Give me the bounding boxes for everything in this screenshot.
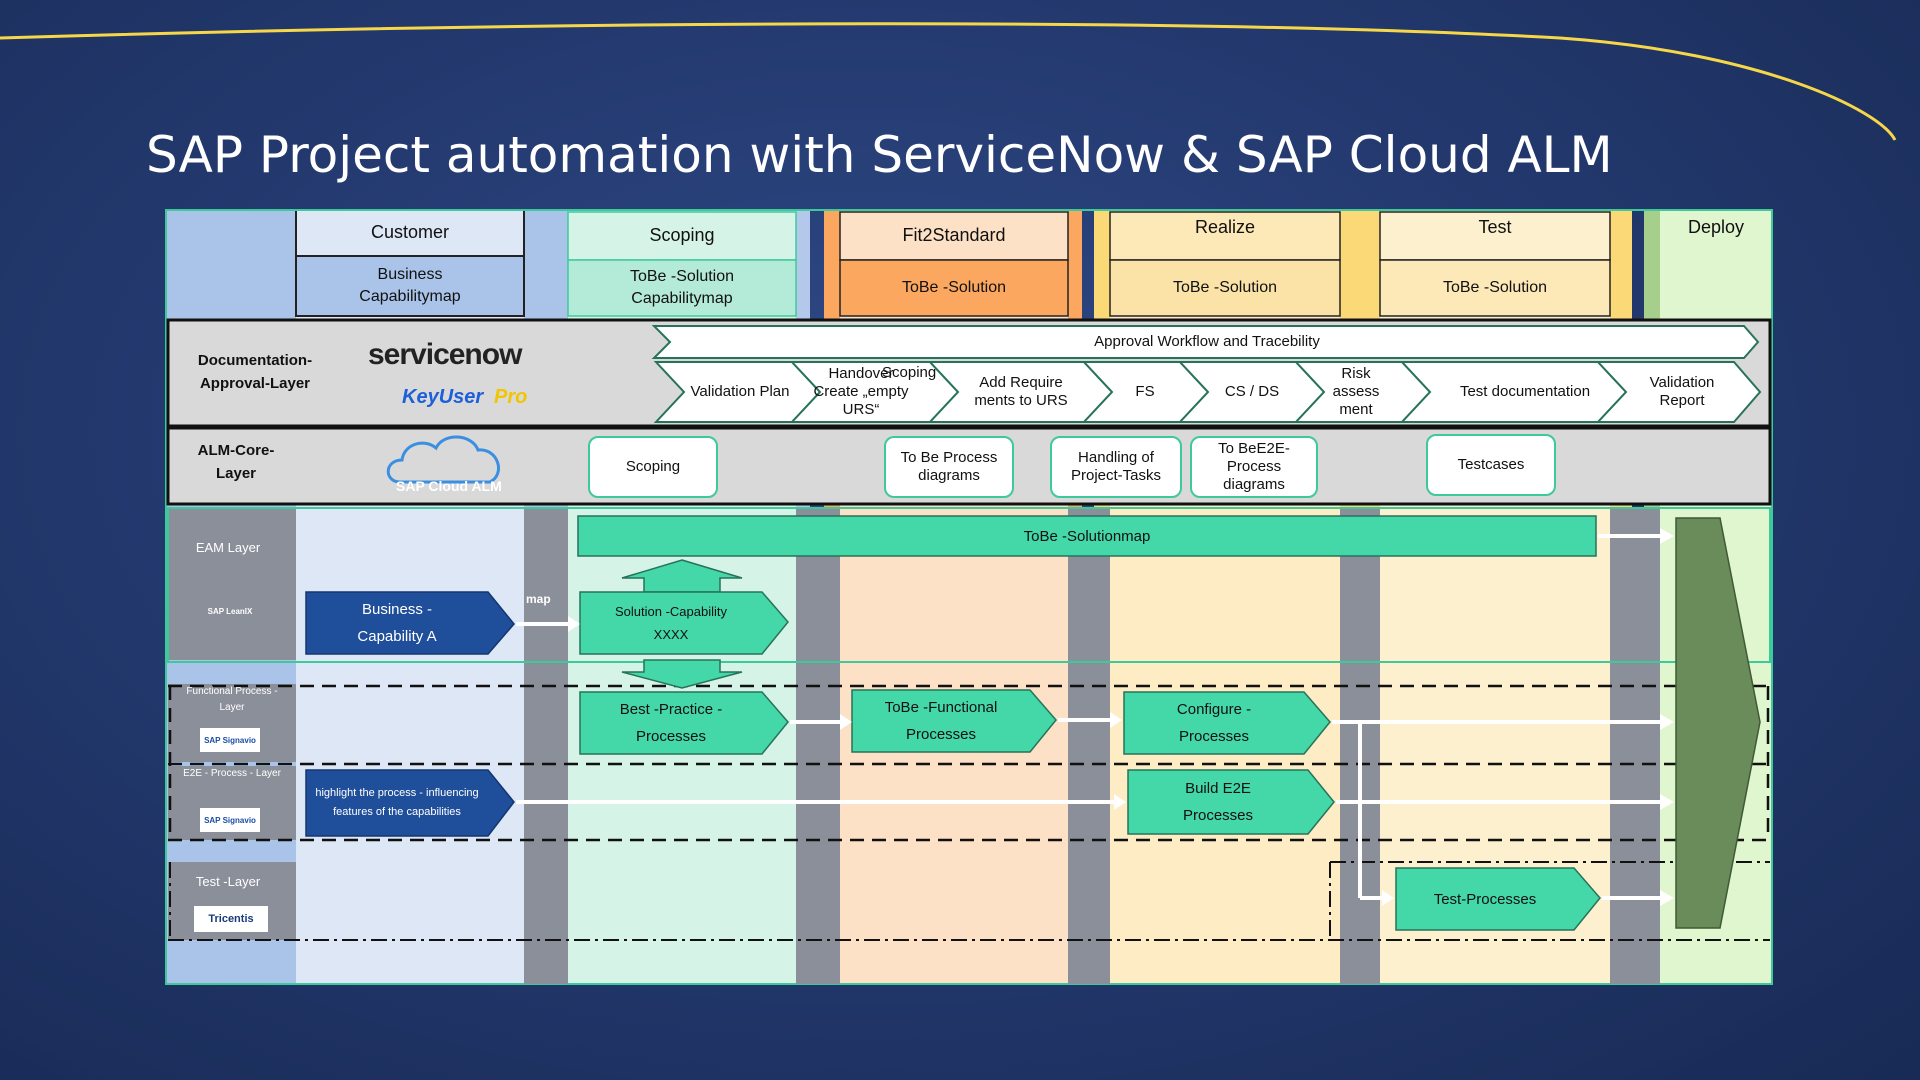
configure-shape (1123, 691, 1331, 755)
divider-gray-2 (796, 508, 840, 984)
diagram-frame (165, 209, 1773, 985)
workflow-arrow-shape (651, 325, 1760, 359)
best-practice-label: Best -Practice - Processes (619, 701, 723, 745)
flow-arrows (516, 528, 1674, 906)
header-test: Test (1478, 217, 1512, 238)
header-fit-box (839, 211, 1069, 261)
test-layer-label: Test -Layer (195, 874, 261, 889)
chevron-row (653, 361, 1762, 423)
signavio-logo-1: SAP Signavio (200, 728, 260, 752)
divider-gray-3 (1068, 508, 1110, 984)
divider-gray-1 (524, 508, 568, 984)
header-customer: Customer (370, 222, 450, 243)
keyuser-label: KeyUser (402, 386, 484, 408)
chevron-shape-validation-report (1595, 361, 1762, 423)
chevron-cs-ds: CS / DS (1224, 383, 1280, 400)
functional-layer-label: Functional Process -Layer (186, 686, 278, 713)
e2e-layer-label: E2E - Process - Layer (183, 768, 281, 779)
highlight-label: highlight the process - influencing feat… (315, 787, 479, 818)
alm-box-testcases: Testcases (1426, 434, 1556, 496)
alm-box-scoping: Scoping (588, 436, 718, 498)
header-deploy: Deploy (1687, 217, 1745, 238)
chevron-validation-report: Validation Report (1649, 374, 1715, 409)
header-scoping: Scoping (649, 225, 715, 246)
header-scoping-box (567, 211, 797, 261)
chevron-fs: FS (1135, 383, 1155, 400)
doc-layer-label: Documentation-Approval-Layer (197, 352, 313, 392)
alm-box-project-tasks: Handling of Project-Tasks (1050, 436, 1182, 498)
eam-label-bg (168, 508, 296, 660)
solutionmap-bar (577, 515, 1597, 557)
build-e2e-shape (1127, 769, 1335, 835)
workflow-arrow: Approval Workflow and Tracebility (1094, 333, 1320, 350)
header-realize: Realize (1194, 217, 1256, 238)
deploy-arrow-shape (1675, 517, 1761, 929)
divider-gray-5 (1610, 508, 1660, 984)
leanix-logo: SAP LeanIX (198, 604, 262, 618)
configure-label: Configure - Processes (1176, 701, 1252, 745)
chevron-validation-plan: Validation Plan (690, 383, 790, 400)
header-realize-box (1109, 211, 1341, 261)
header-fit2standard-sub: ToBe -Solution (901, 278, 1007, 296)
alm-layer-label: ALM-Core-Layer (197, 442, 275, 482)
highlight-shape (305, 769, 515, 837)
pro-label: Pro (494, 386, 528, 408)
servicenow-logo: servicenow (368, 338, 522, 371)
cloud-logo-shape (386, 435, 500, 484)
header-test-box (1379, 211, 1611, 261)
chevron-test-documentation: Test documentation (1459, 383, 1591, 400)
page-title: SAP Project automation with ServiceNow &… (146, 126, 1613, 184)
header-fit2standard: Fit2Standard (902, 225, 1006, 246)
signavio-logo-2: SAP Signavio (200, 808, 260, 832)
swoosh-decoration (0, 22, 1897, 141)
business-capability-shape (305, 591, 515, 655)
header-fit-sub-box (839, 259, 1069, 317)
alm-box-tobe-process-diagrams: To Be Process diagrams (884, 436, 1014, 498)
test-processes-shape (1395, 867, 1601, 931)
map-label: map (526, 592, 551, 606)
best-practice-shape (579, 691, 789, 755)
header-scoping-sub-box (567, 259, 797, 317)
header-customer-sub: Business Capabilitymap (359, 265, 461, 305)
down-arrow-shape (621, 659, 743, 689)
chevron-risk-assessment: Risk assess ment (1332, 365, 1380, 418)
tobe-functional-shape (851, 689, 1057, 753)
solutionmap-label: ToBe -Solutionmap (1023, 527, 1151, 545)
header-test-sub: ToBe -Solution (1442, 278, 1548, 296)
chevron-scoping-overlap: Scoping (882, 364, 937, 381)
solution-capability-label: Solution -Capability XXXX (614, 603, 727, 642)
sap-cloud-alm-logo: SAP Cloud ALM (396, 478, 502, 494)
eam-layer-frame (167, 507, 1771, 663)
business-capability-label: Business - Capability A (357, 601, 437, 645)
tobe-functional-label: ToBe -Functional Processes (884, 699, 998, 743)
header-customer-sub-box (295, 255, 525, 317)
eam-layer-label: EAM Layer (195, 540, 261, 555)
build-e2e-label: Build E2E Processes (1182, 780, 1254, 824)
alm-box-e2e-diagrams: To BeE2E-Process diagrams (1190, 436, 1318, 498)
test-processes-label: Test-Processes (1433, 890, 1537, 908)
chevron-add-requirements: Add Require ments to URS (974, 374, 1068, 409)
header-realize-sub: ToBe -Solution (1172, 278, 1278, 296)
header-realize-sub-box (1109, 259, 1341, 317)
chevron-handover: Handover Create „empty URS“ (813, 365, 909, 418)
tricentis-logo: Tricentis (194, 906, 268, 932)
header-scoping-sub: ToBe -Solution Capabilitymap (629, 267, 735, 307)
header-test-sub-box (1379, 259, 1611, 317)
solution-capability-shape (579, 591, 789, 655)
